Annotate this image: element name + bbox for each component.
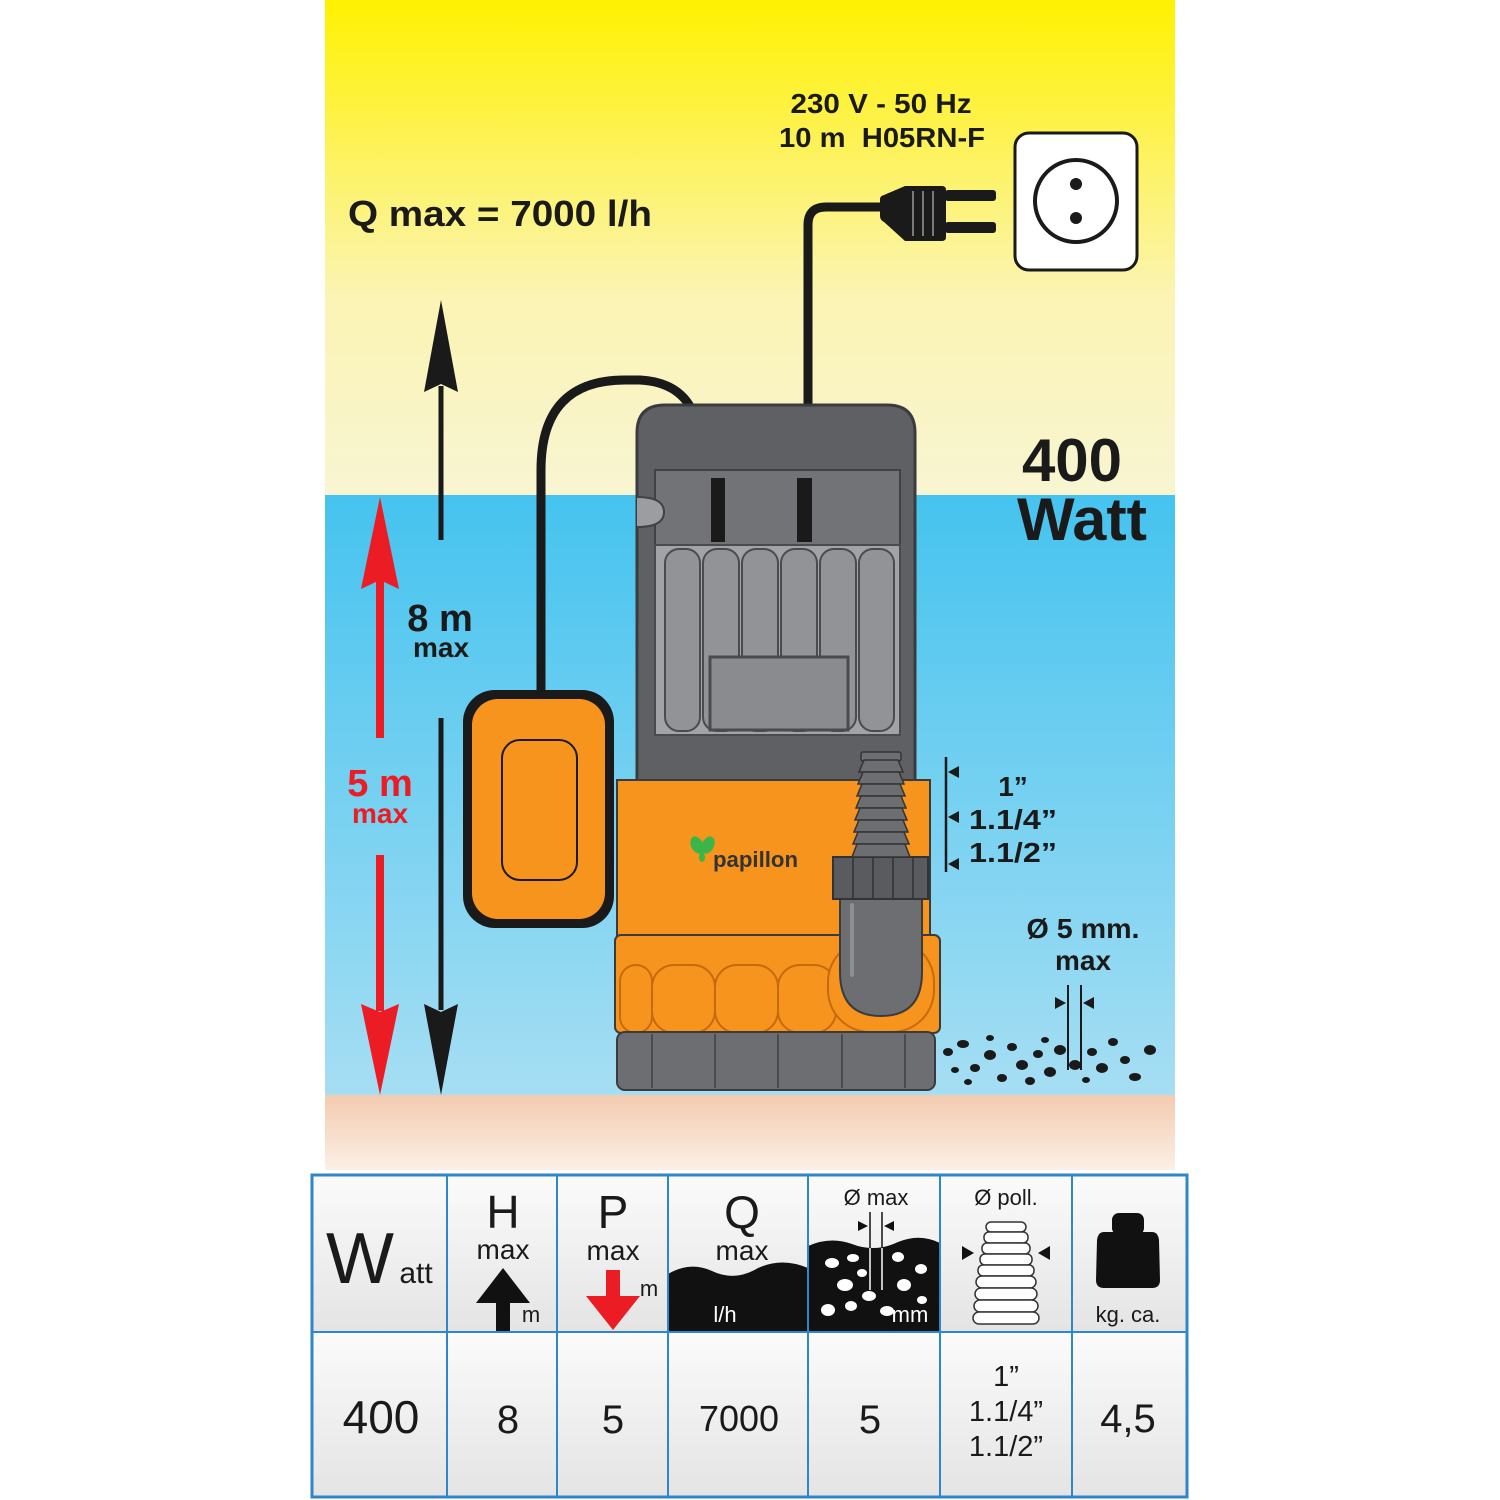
header-head-unit: m — [522, 1302, 540, 1327]
table-border — [310, 1173, 1189, 1499]
depth-down-arrow-icon — [586, 1296, 640, 1330]
value-outlet-2: 1.1/4” — [969, 1396, 1043, 1428]
particle-gauge-icon — [858, 1212, 894, 1290]
ground-area — [325, 1095, 1175, 1170]
spec-table: W att H max m P max m Q max l/h Ø max mm… — [310, 1173, 1189, 1499]
header-depth-sub: max — [587, 1235, 640, 1266]
hose-thread-arrow-right — [1038, 1246, 1050, 1260]
header-flow-sub: max — [716, 1235, 769, 1266]
value-particle: 5 — [859, 1398, 881, 1442]
power-supply-line1: 230 V - 50 Hz — [791, 88, 972, 119]
brand-logo: papillon — [690, 836, 798, 872]
butterfly-logo-icon — [690, 836, 715, 862]
max-depth-arrow — [361, 497, 399, 1095]
table-grid — [312, 1175, 1187, 1497]
outlet-size-1: 1” — [998, 771, 1028, 802]
header-head-sub: max — [477, 1234, 530, 1265]
header-watt-small: att — [399, 1257, 433, 1290]
power-value: 400 — [1022, 427, 1122, 494]
max-head-arrow — [424, 300, 458, 1095]
header-head-symbol: H — [486, 1186, 519, 1238]
brand-logo-text: papillon — [713, 847, 798, 872]
wall-socket-icon — [1013, 131, 1139, 272]
value-watt: 400 — [343, 1391, 420, 1443]
max-head-value: 8 m — [407, 598, 472, 640]
flow-label: Q max = 7000 l/h — [348, 193, 652, 234]
hose-adapter-icon — [850, 751, 912, 858]
depth-down-arrow-shaft — [606, 1270, 620, 1300]
table-value-row — [312, 1332, 1187, 1497]
header-depth-unit: m — [640, 1276, 658, 1301]
outlet-size-bracket — [944, 757, 959, 872]
header-watt-big: W — [326, 1219, 394, 1299]
header-particle-unit: mm — [892, 1302, 929, 1327]
max-depth-value: 5 m — [347, 763, 412, 805]
pebbles-icon — [943, 1035, 1156, 1085]
head-up-arrow-icon — [476, 1268, 530, 1303]
header-flow-unit: l/h — [713, 1302, 736, 1327]
submersible-pump — [614, 403, 941, 1091]
value-flow: 7000 — [699, 1398, 779, 1439]
value-outlet-1: 1” — [993, 1361, 1019, 1393]
weight-icon — [1096, 1213, 1160, 1288]
particle-measure-icon — [1055, 985, 1094, 1070]
particle-size-value: Ø 5 mm. — [1027, 913, 1140, 944]
value-weight: 4,5 — [1100, 1397, 1156, 1441]
particle-bed-icon — [808, 1237, 940, 1331]
outlet-size-2: 1.1/4” — [969, 804, 1057, 835]
head-up-arrow-shaft — [496, 1300, 510, 1331]
header-weight-label: kg. ca. — [1096, 1302, 1161, 1327]
value-head: 8 — [497, 1398, 519, 1442]
power-cable — [803, 202, 887, 415]
header-particle-label: Ø max — [844, 1185, 909, 1210]
hose-thread-icon — [972, 1221, 1040, 1325]
float-cable — [536, 375, 697, 699]
header-flow-symbol: Q — [724, 1186, 760, 1238]
flow-water-icon — [668, 1262, 808, 1331]
header-depth-symbol: P — [598, 1186, 629, 1238]
max-head-note: max — [413, 632, 469, 663]
particle-size-note: max — [1055, 945, 1111, 976]
outlet-size-3: 1.1/2” — [969, 837, 1057, 868]
value-outlet-3: 1.1/2” — [969, 1431, 1043, 1463]
float-switch — [463, 690, 614, 928]
hose-thread-arrow-left — [962, 1246, 974, 1260]
particle-pebbles-icon — [821, 1252, 927, 1316]
header-outlet-label: Ø poll. — [974, 1185, 1038, 1210]
plug-icon — [880, 186, 996, 241]
max-depth-note: max — [352, 798, 408, 829]
value-depth: 5 — [602, 1398, 624, 1442]
power-supply-line2: 10 m H05RN-F — [779, 122, 985, 153]
power-unit: Watt — [1017, 486, 1147, 553]
